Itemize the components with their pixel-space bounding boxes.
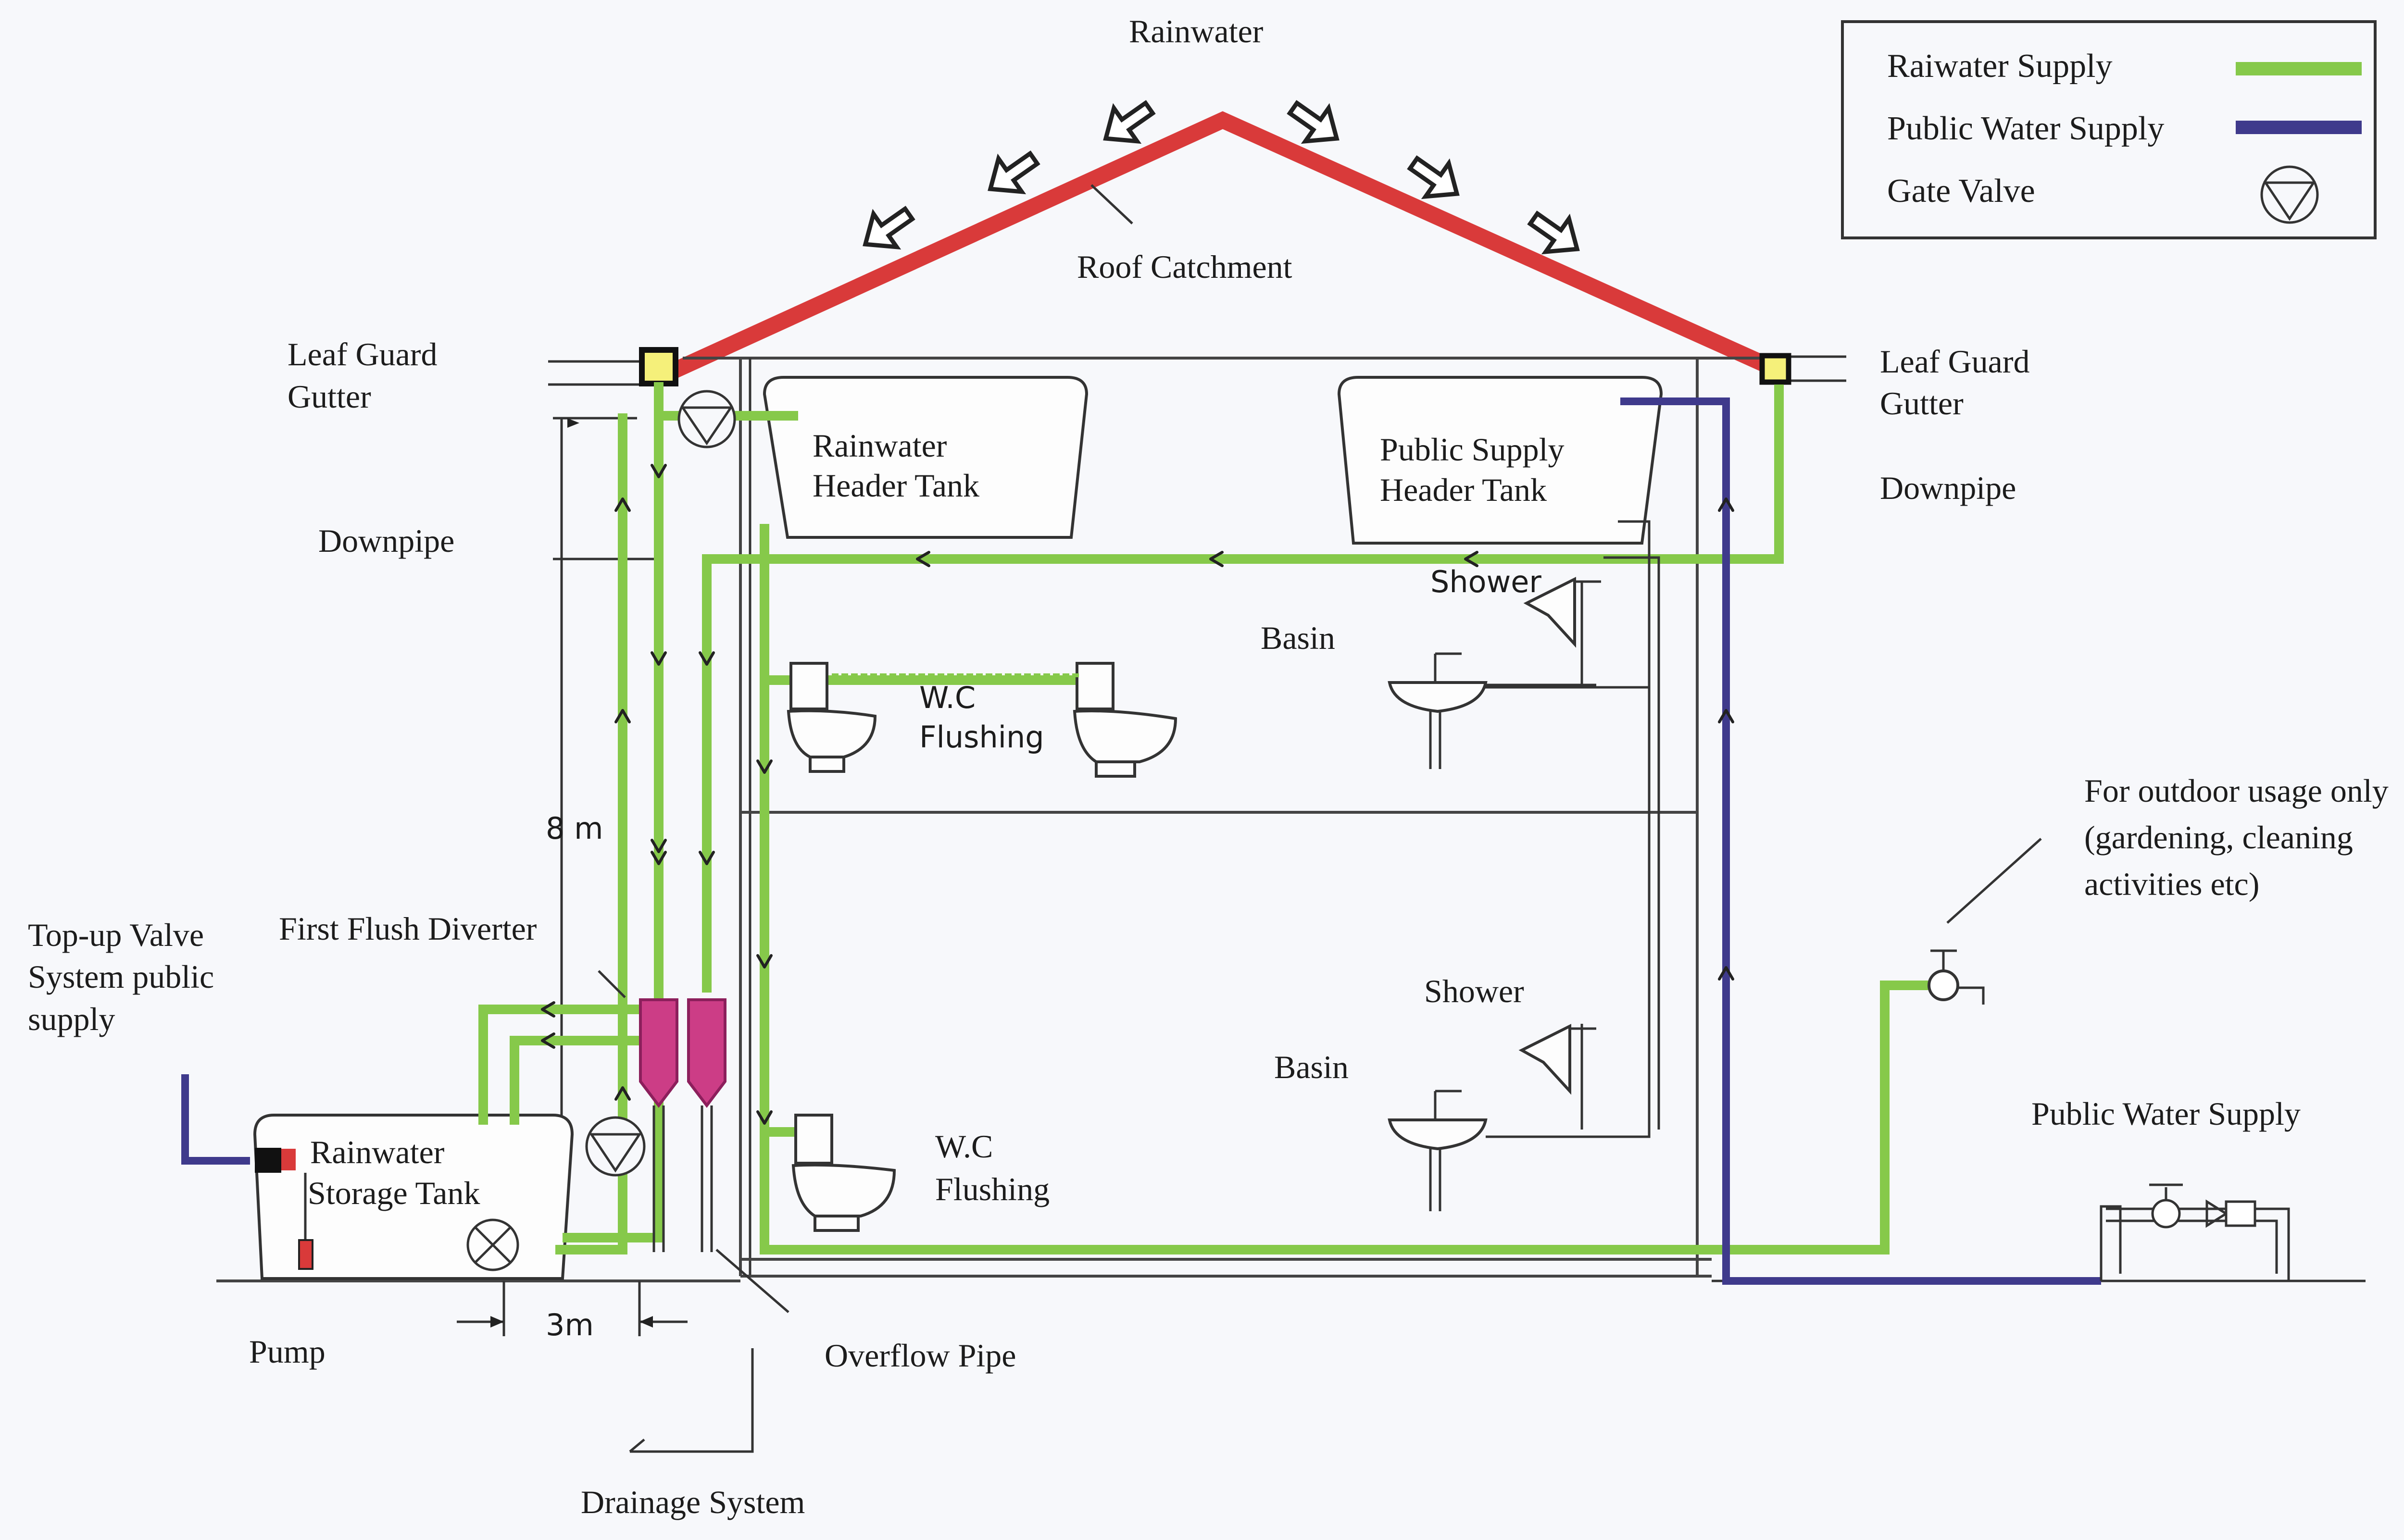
- flow-down-arrow-icon: [699, 851, 715, 865]
- gate-valve-lower-icon: [585, 1116, 646, 1177]
- outdoor-label-3: activities etc): [2084, 866, 2259, 902]
- rainwater-header-tank: Rainwater Header Tank: [763, 376, 1089, 539]
- rain-arrow-icon: [1287, 100, 1340, 144]
- drainage-label: Drainage System: [581, 1484, 805, 1520]
- rainwater-header-tank-label-2: Header Tank: [813, 467, 979, 504]
- overflow-pipe: [629, 1249, 789, 1453]
- downpipe-right-label: Downpipe: [1880, 470, 2016, 506]
- topup-label-2: System public: [28, 958, 214, 995]
- flow-left-arrow-icon: [916, 551, 930, 567]
- shower-lower-label: Shower: [1424, 973, 1524, 1009]
- legend-label-gate-valve: Gate Valve: [1887, 173, 2035, 210]
- flow-down-arrow-icon: [756, 954, 773, 969]
- public-header-tank-label-1: Public Supply: [1380, 431, 1565, 468]
- leaf-guard-right-label-1: Leaf Guard: [1880, 343, 2029, 380]
- flow-left-arrow-icon: [541, 1001, 555, 1018]
- toilet-upper-right-icon: [1073, 662, 1177, 778]
- leaf-guard-left-label-1: Leaf Guard: [288, 336, 437, 373]
- distance-label: 3m: [546, 1307, 594, 1342]
- rain-arrow-icon: [1407, 155, 1460, 199]
- rainwater-label: Rainwater: [1129, 13, 1264, 50]
- rainwater-pipes: [478, 382, 1928, 1254]
- roof-leader-line: [1090, 184, 1133, 224]
- rain-arrow-icon: [988, 150, 1040, 195]
- flow-up-arrow-icon: [1718, 709, 1734, 723]
- storage-tank-label-2: Storage Tank: [308, 1175, 480, 1211]
- public-supply-pipes: [1462, 397, 2101, 1285]
- flow-down-arrow-icon: [756, 1110, 773, 1125]
- basin-upper-label: Basin: [1261, 620, 1335, 656]
- flow-up-arrow-icon: [614, 709, 631, 723]
- basin-lower-icon: [1388, 1090, 1488, 1211]
- flow-down-arrow-icon: [651, 651, 667, 666]
- roof-catchment: [669, 111, 1770, 379]
- rain-arrow-icon: [1103, 100, 1156, 144]
- wc-lower-label-1: W.C: [935, 1128, 993, 1165]
- flow-up-arrow-icon: [614, 497, 631, 512]
- wc-upper-label-2: Flushing: [919, 720, 1044, 755]
- toilet-lower-icon: [791, 1114, 896, 1232]
- flow-down-arrow-icon: [651, 839, 667, 853]
- height-dimension: 8 m: [546, 417, 654, 1238]
- leaf-guard-right-label-2: Gutter: [1880, 385, 1964, 422]
- flow-up-arrow-icon: [614, 1086, 631, 1101]
- overflow-pipe-label: Overflow Pipe: [825, 1337, 1016, 1374]
- flow-arrows: [541, 464, 1734, 1125]
- shower-upper-icon: [1523, 577, 1601, 648]
- outdoor-label-1: For outdoor usage only: [2084, 772, 2389, 809]
- first-flush-diverter: [598, 970, 726, 1252]
- basin-upper-icon: [1388, 652, 1488, 769]
- flow-up-arrow-icon: [1718, 497, 1734, 512]
- public-header-tank-label-2: Header Tank: [1380, 472, 1547, 508]
- outdoor-label-2: (gardening, cleaning: [2084, 819, 2353, 856]
- shower-lower-icon: [1518, 1024, 1596, 1095]
- gate-valve-upper-icon: [677, 390, 736, 448]
- gate-valve-icon: [2260, 165, 2319, 224]
- basin-lower-label: Basin: [1274, 1049, 1349, 1085]
- roof-catchment-label: Roof Catchment: [1077, 248, 1292, 285]
- wc-upper-label-1: W.C: [919, 680, 976, 715]
- storage-tank-label-1: Rainwater: [310, 1134, 445, 1170]
- pump-label: Pump: [249, 1333, 326, 1370]
- rainwater-storage-tank: Rainwater Storage Tank: [253, 1114, 574, 1280]
- flow-up-arrow-icon: [1718, 966, 1734, 981]
- flow-left-arrow-icon: [1209, 551, 1224, 567]
- top-up-valve: [181, 1074, 313, 1270]
- flow-left-arrow-icon: [541, 1032, 555, 1049]
- flow-down-arrow-icon: [699, 651, 715, 666]
- public-water-supply-label: Public Water Supply: [2031, 1095, 2301, 1132]
- public-water-supply-meter: [2100, 1183, 2366, 1282]
- legend-label-rainwater: Raiwater Supply: [1887, 48, 2113, 85]
- outdoor-tap-icon: [1928, 838, 2042, 1005]
- downpipe-left-label: Downpipe: [318, 522, 454, 559]
- legend: Raiwater Supply Public Water Supply Gate…: [1841, 20, 2377, 239]
- flow-down-arrow-icon: [651, 464, 667, 478]
- leaf-guard-left-label-2: Gutter: [288, 378, 371, 415]
- flow-left-arrow-icon: [1464, 551, 1478, 567]
- toilet-upper-left-icon: [787, 662, 877, 773]
- roof: Rainwater Roof Catchment: [669, 13, 1770, 379]
- height-label: 8 m: [546, 811, 603, 846]
- rain-arrows: [863, 100, 1580, 255]
- leaf-guard-gutter-left: [639, 347, 678, 386]
- flow-down-arrow-icon: [651, 851, 667, 865]
- distance-dimension: 3m: [457, 1281, 688, 1342]
- first-flush-label: First Flush Diverter: [279, 910, 537, 947]
- public-supply-header-tank: Public Supply Header Tank: [1337, 376, 1663, 545]
- pump-icon: [466, 1218, 519, 1271]
- flow-down-arrow-icon: [756, 759, 773, 774]
- rainwater-header-tank-label-1: Rainwater: [813, 427, 947, 464]
- wc-lower-label-2: Flushing: [935, 1171, 1050, 1207]
- shower-upper-label: Shower: [1430, 564, 1541, 599]
- rain-arrow-icon: [1527, 211, 1580, 255]
- topup-label-3: supply: [28, 1001, 115, 1037]
- rain-arrow-icon: [863, 206, 915, 250]
- topup-label-1: Top-up Valve: [28, 917, 204, 953]
- leaf-guard-gutter-right: [1759, 353, 1791, 385]
- legend-label-public: Public Water Supply: [1887, 110, 2164, 147]
